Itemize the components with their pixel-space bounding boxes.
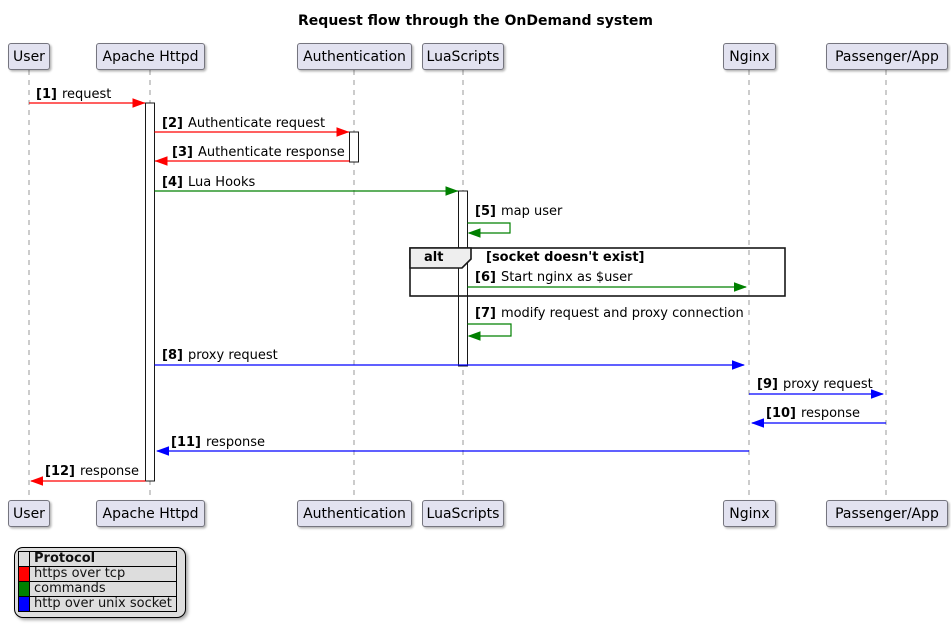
legend-row: http over unix socket: [18, 596, 177, 612]
participant-authentication-bottom: Authentication: [297, 500, 412, 527]
message-11-arrowhead: [156, 446, 169, 456]
message-seq: [3]: [172, 145, 193, 160]
activation-luascripts: [458, 190, 468, 367]
message-seq: [7]: [475, 306, 496, 321]
message-7-arrowhead: [467, 331, 481, 341]
participant-label: Authentication: [303, 505, 406, 522]
message-text: modify request and proxy connection: [500, 306, 744, 321]
participant-passenger-app-bottom: Passenger/App: [826, 500, 948, 527]
message-7-label: [7] modify request and proxy connection: [475, 306, 744, 321]
activation-authentication: [349, 131, 359, 163]
participant-label: LuaScripts: [426, 505, 500, 522]
message-seq: [9]: [757, 377, 778, 392]
alt-condition-label: [socket doesn't exist]: [486, 250, 645, 265]
legend-table: Protocol https over tcp commands http ov…: [18, 551, 177, 612]
message-6-arrowhead: [734, 282, 747, 292]
message-3-arrowhead: [154, 156, 168, 166]
participant-nginx-top: Nginx: [723, 43, 776, 70]
message-text: map user: [500, 204, 563, 219]
legend-row: https over tcp: [18, 566, 177, 582]
message-12-label: [12] response: [45, 464, 139, 479]
participant-label: Nginx: [729, 505, 770, 522]
message-5-self-line: [467, 222, 511, 234]
message-5-label: [5] map user: [475, 204, 562, 219]
message-seq: [6]: [475, 270, 496, 285]
participant-nginx-bottom: Nginx: [723, 500, 776, 527]
message-text: request: [61, 87, 112, 102]
message-8-arrowhead: [732, 360, 745, 370]
message-seq: [1]: [36, 87, 57, 102]
participant-label: Apache Httpd: [102, 48, 199, 65]
message-8-label: [8] proxy request: [162, 348, 278, 363]
message-9-label: [9] proxy request: [757, 377, 873, 392]
participant-label: User: [13, 48, 45, 65]
message-6-label: [6] Start nginx as $user: [475, 270, 633, 285]
message-text: response: [205, 435, 266, 450]
message-text: Authenticate response: [197, 145, 345, 160]
message-3-label: [3] Authenticate response: [172, 145, 345, 160]
alt-fragment-border: [409, 247, 786, 297]
participant-label: Authentication: [303, 48, 406, 65]
alt-operator-label: alt: [424, 250, 444, 265]
participant-apache-httpd-top: Apache Httpd: [96, 43, 205, 70]
participant-label: Passenger/App: [835, 505, 939, 522]
message-text: response: [79, 464, 140, 479]
message-5-arrowhead: [467, 228, 481, 238]
alt-operator-pentagon: [409, 247, 472, 269]
participant-label: Passenger/App: [835, 48, 939, 65]
message-seq: [12]: [45, 464, 75, 479]
legend-label: http over unix socket: [29, 596, 177, 612]
message-seq: [2]: [162, 116, 183, 131]
message-4-arrowhead: [445, 186, 459, 196]
message-text: Lua Hooks: [187, 175, 256, 190]
message-7-self-line: [467, 323, 512, 337]
message-9-arrowhead: [871, 389, 884, 399]
message-text: proxy request: [782, 377, 873, 392]
message-text: Start nginx as $user: [500, 270, 633, 285]
legend-swatch-http-over-unix-socket: [18, 596, 30, 612]
participant-label: Apache Httpd: [102, 505, 199, 522]
legend-header: Protocol: [29, 551, 177, 567]
message-1-label: [1] request: [36, 87, 111, 102]
participant-user-bottom: User: [8, 500, 50, 527]
participant-label: User: [13, 505, 45, 522]
participant-apache-httpd-bottom: Apache Httpd: [96, 500, 205, 527]
participant-luascripts-bottom: LuaScripts: [422, 500, 504, 527]
legend-row: commands: [18, 581, 177, 597]
participant-luascripts-top: LuaScripts: [422, 43, 504, 70]
message-seq: [5]: [475, 204, 496, 219]
legend-header-swatch-cell: [18, 551, 30, 567]
message-seq: [4]: [162, 175, 183, 190]
message-seq: [8]: [162, 348, 183, 363]
participant-authentication-top: Authentication: [297, 43, 412, 70]
message-11-label: [11] response: [171, 435, 265, 450]
participant-label: LuaScripts: [426, 48, 500, 65]
message-seq: [10]: [766, 406, 796, 421]
participant-label: Nginx: [729, 48, 770, 65]
participant-user-top: User: [8, 43, 50, 70]
message-seq: [11]: [171, 435, 201, 450]
message-text: proxy request: [187, 348, 278, 363]
message-10-label: [10] response: [766, 406, 860, 421]
legend-swatch-commands: [18, 581, 30, 597]
message-4-label: [4] Lua Hooks: [162, 175, 255, 190]
message-2-label: [2] Authenticate request: [162, 116, 325, 131]
legend: Protocol https over tcp commands http ov…: [14, 547, 186, 618]
legend-label: https over tcp: [29, 566, 177, 582]
activation-apache-httpd: [145, 102, 155, 482]
message-12-arrowhead: [30, 476, 43, 486]
legend-label: commands: [29, 581, 177, 597]
legend-swatch-https-over-tcp: [18, 566, 30, 582]
participant-passenger-app-top: Passenger/App: [826, 43, 948, 70]
message-text: response: [800, 406, 861, 421]
message-1-arrowhead: [132, 98, 146, 108]
message-10-arrowhead: [751, 418, 764, 428]
message-text: Authenticate request: [187, 116, 326, 131]
legend-header-row: Protocol: [18, 551, 177, 567]
diagram-title: Request flow through the OnDemand system: [298, 13, 653, 29]
message-2-arrowhead: [336, 127, 350, 137]
